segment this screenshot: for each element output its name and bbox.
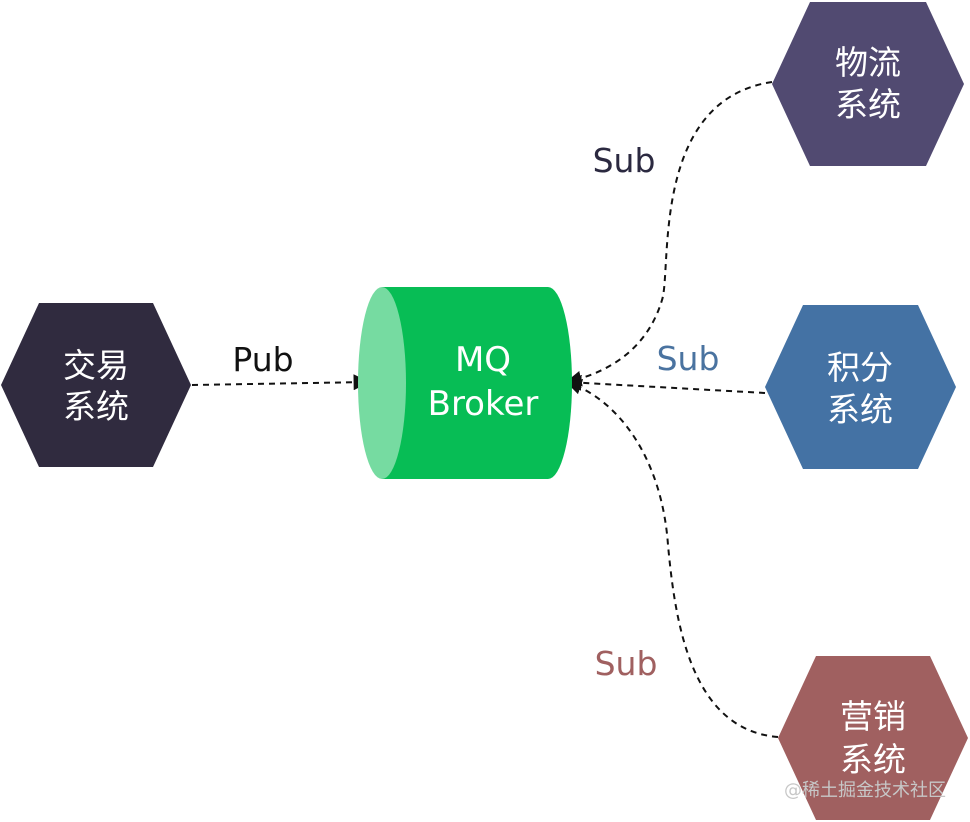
- subscriber-hexagon-logistics: [772, 2, 964, 166]
- edge-label-sub-marketing: Sub: [595, 644, 658, 683]
- publisher-hexagon: [1, 303, 191, 467]
- publisher-label-line2: 系统: [63, 387, 129, 426]
- subscriber-hexagon-marketing: [778, 656, 968, 820]
- subscriber-node-marketing: 营销 系统: [778, 656, 968, 820]
- broker-label-line2: Broker: [428, 384, 539, 424]
- edge-pub: [191, 374, 370, 391]
- subscriber-hexagon-points: [765, 305, 956, 469]
- subscriber-logistics-line2: 系统: [835, 85, 901, 124]
- edge-sub-points: [565, 374, 766, 394]
- broker-cylinder-body: [382, 287, 572, 479]
- broker-label-line1: MQ: [455, 340, 511, 380]
- publisher-node: 交易 系统: [1, 303, 191, 467]
- publisher-label-line1: 交易: [63, 346, 129, 385]
- subscriber-points-line1: 积分: [827, 348, 893, 387]
- edge-sub-logistics: [565, 81, 773, 387]
- edge-sub-marketing: [565, 379, 779, 738]
- subscriber-marketing-line2: 系统: [840, 740, 906, 779]
- watermark-text: @稀土掘金技术社区: [784, 780, 946, 801]
- subscriber-node-points: 积分 系统: [765, 305, 956, 469]
- subscriber-points-line2: 系统: [827, 390, 893, 429]
- subscriber-node-logistics: 物流 系统: [772, 2, 964, 166]
- edge-label-pub: Pub: [232, 340, 293, 379]
- broker-node: MQ Broker: [358, 287, 572, 479]
- subscriber-marketing-line1: 营销: [840, 697, 906, 736]
- edge-label-sub-logistics: Sub: [593, 141, 656, 180]
- subscriber-logistics-line1: 物流: [835, 43, 901, 82]
- broker-cylinder-cap: [358, 287, 406, 479]
- edge-label-sub-points: Sub: [657, 339, 720, 378]
